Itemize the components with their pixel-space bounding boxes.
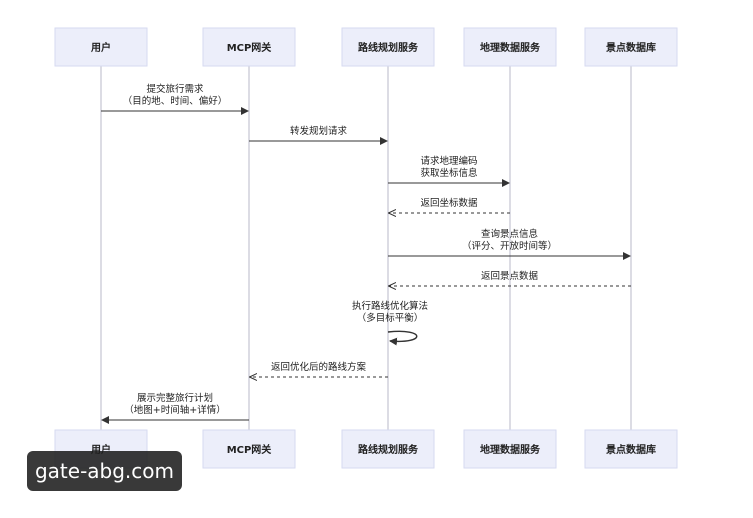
actor-label-poi-bottom: 景点数据库 xyxy=(606,443,656,456)
actor-box-planner-top xyxy=(341,27,435,67)
actor-box-mcp-bottom xyxy=(202,429,296,469)
actor-label-planner-top: 路线规划服务 xyxy=(358,41,419,54)
message-arrow-7 xyxy=(387,330,418,346)
message-label-2: 转发规划请求 xyxy=(290,125,348,137)
message-label-9: （地图+时间轴+详情） xyxy=(124,404,225,416)
actor-box-geo-bottom xyxy=(463,429,557,469)
message-label-8: 返回优化后的路线方案 xyxy=(271,361,367,373)
actor-box-geo-top xyxy=(463,27,557,67)
actor-box-poi-top xyxy=(584,27,678,67)
actor-label-user-top: 用户 xyxy=(90,41,111,54)
message-label-5: （评分、开放时间等） xyxy=(462,240,557,252)
actor-box-planner-bottom xyxy=(341,429,435,469)
actor-box-poi-bottom xyxy=(584,429,678,469)
message-label-9: 展示完整旅行计划 xyxy=(137,392,213,404)
message-label-1: （目的地、时间、偏好） xyxy=(123,95,228,107)
actor-label-geo-top: 地理数据服务 xyxy=(480,41,541,54)
message-label-6: 返回景点数据 xyxy=(481,270,539,282)
actor-label-geo-bottom: 地理数据服务 xyxy=(480,443,541,456)
watermark: gate-abg.com xyxy=(27,451,182,491)
actor-box-mcp-top xyxy=(202,27,296,67)
actor-label-mcp-bottom: MCP网关 xyxy=(227,443,272,456)
message-label-7: （多目标平衡） xyxy=(357,312,424,324)
actor-label-poi-top: 景点数据库 xyxy=(606,41,656,54)
message-label-3: 获取坐标信息 xyxy=(420,167,477,179)
message-label-1: 提交旅行需求 xyxy=(146,83,204,95)
message-label-3: 请求地理编码 xyxy=(420,155,477,167)
message-label-5: 查询景点信息 xyxy=(481,228,538,240)
actor-box-user-top xyxy=(54,27,148,67)
message-label-7: 执行路线优化算法 xyxy=(352,300,428,312)
message-label-4: 返回坐标数据 xyxy=(420,197,478,209)
actor-label-planner-bottom: 路线规划服务 xyxy=(358,443,419,456)
actor-label-mcp-top: MCP网关 xyxy=(227,41,272,54)
